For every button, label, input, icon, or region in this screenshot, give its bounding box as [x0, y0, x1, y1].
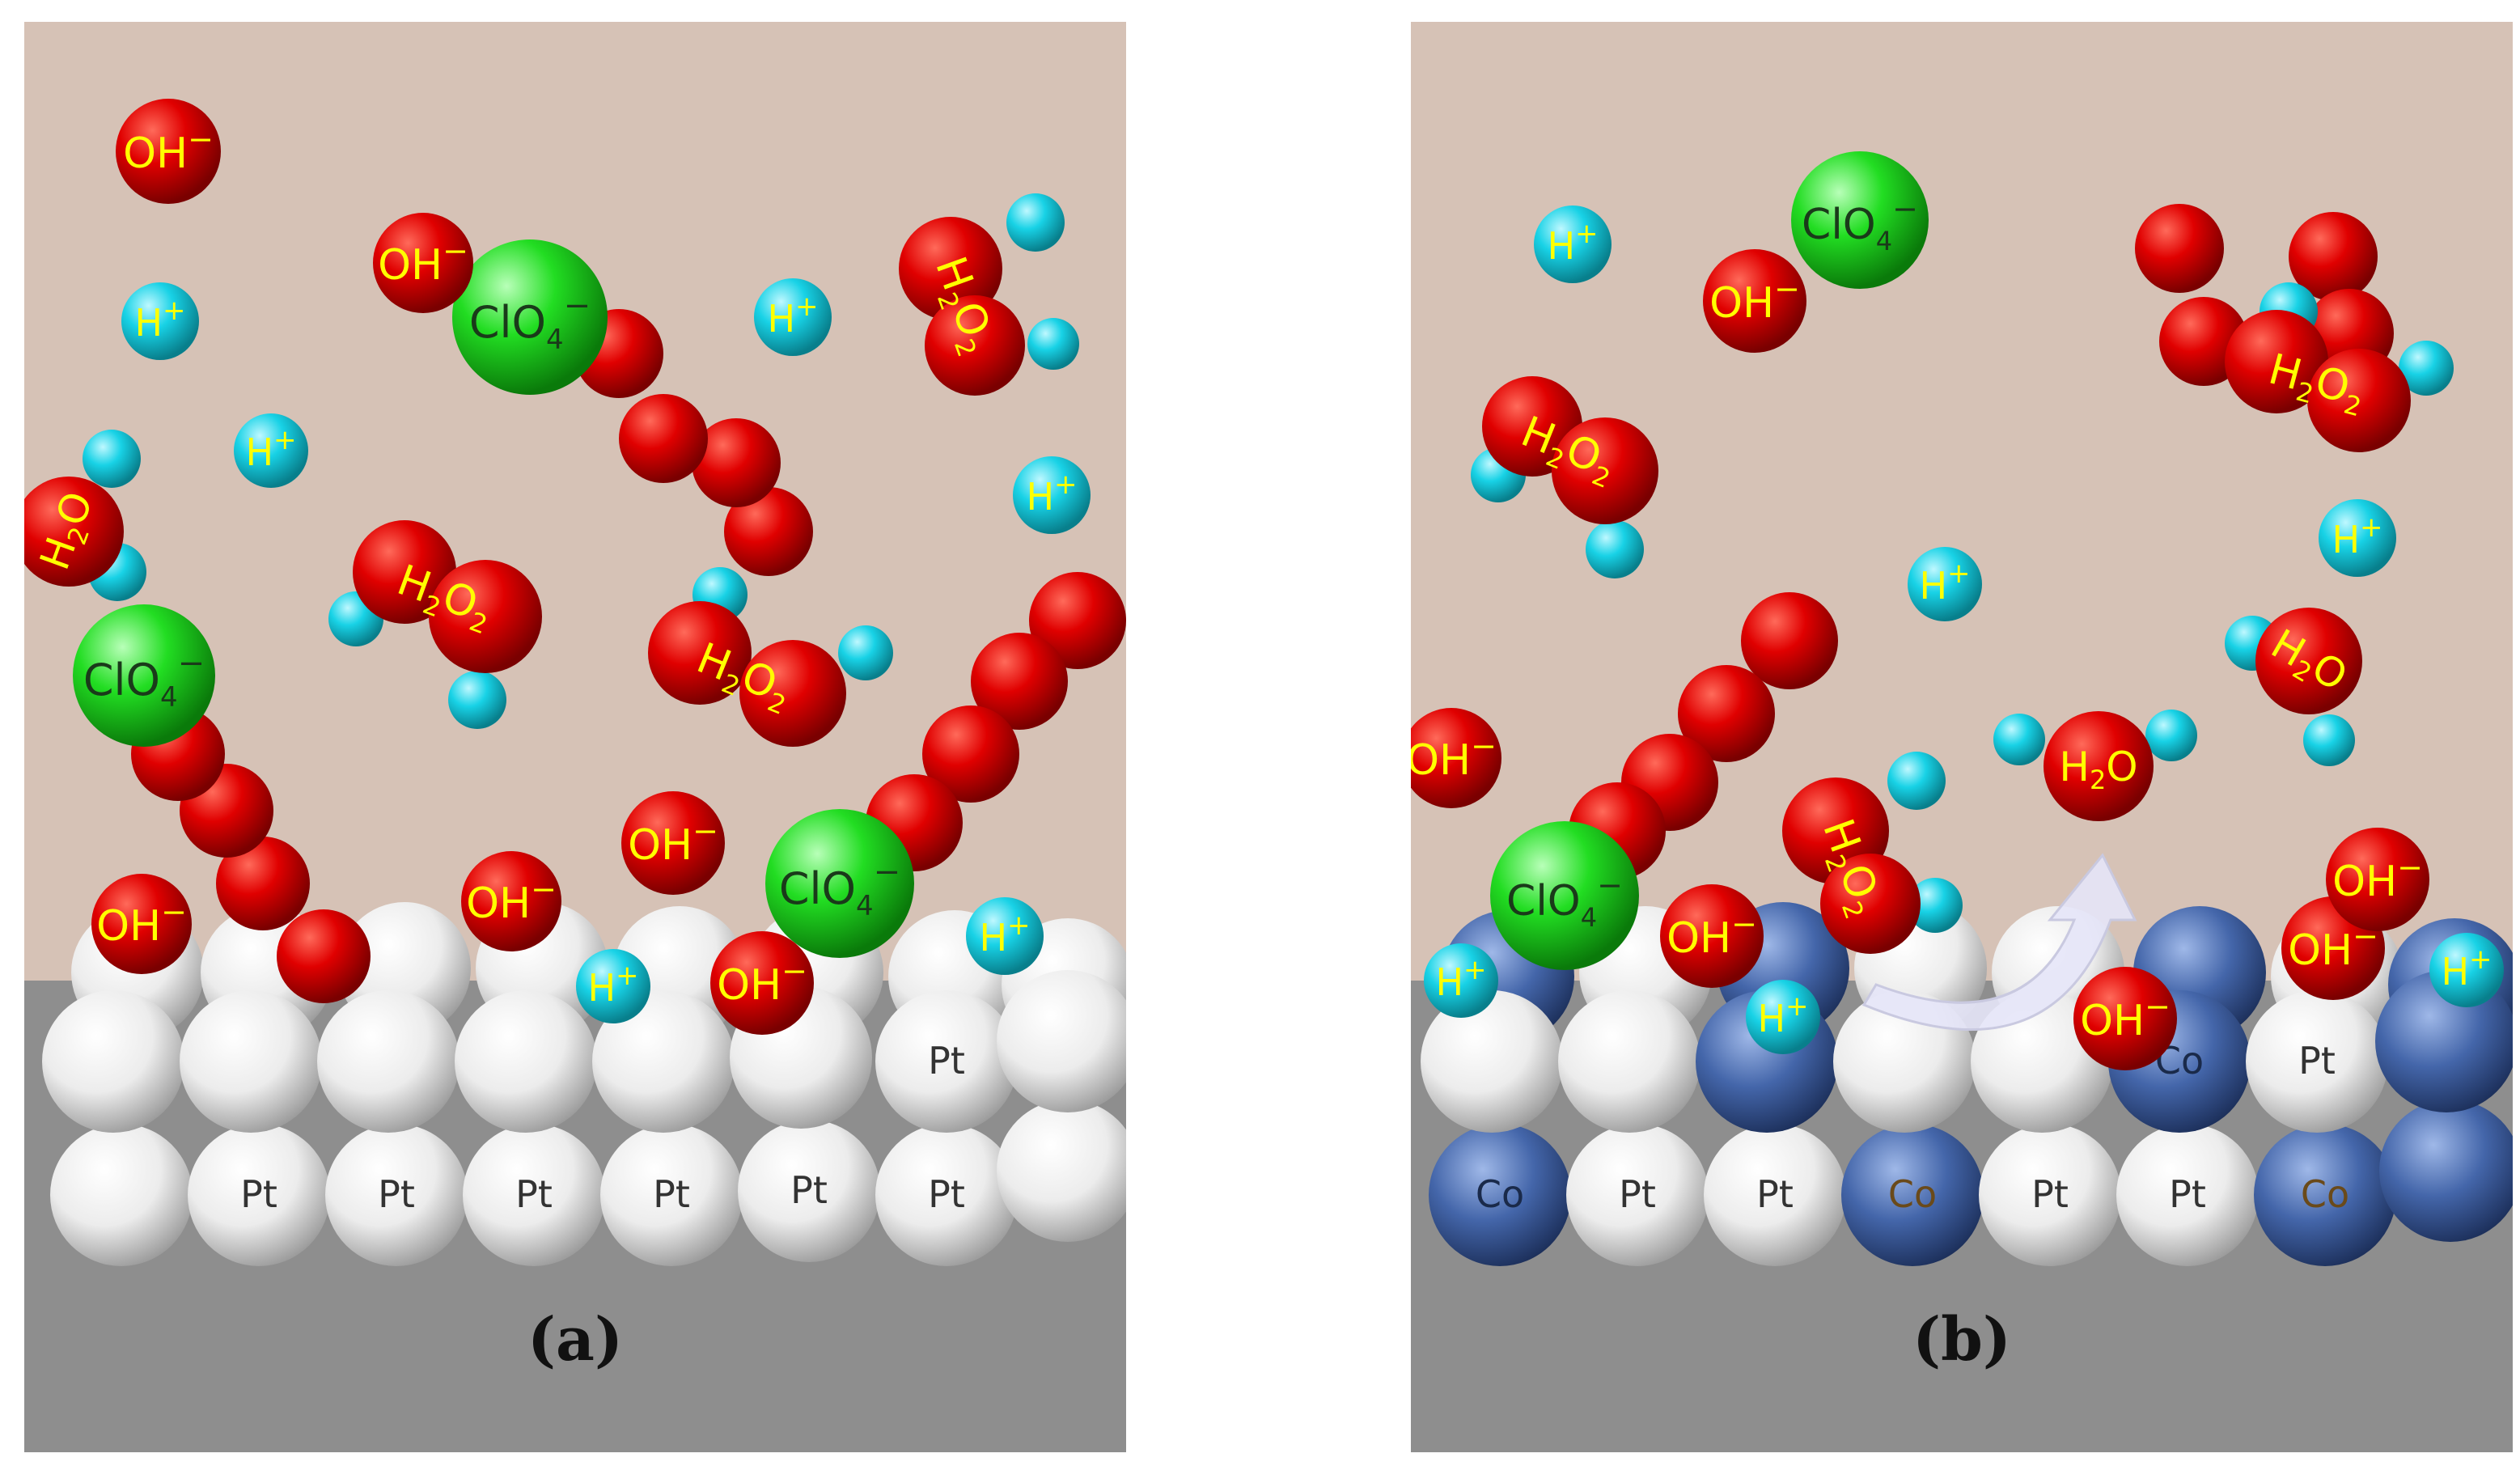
hydroxide-ion: OH− [91, 874, 192, 974]
water-molecule: H2O [2225, 608, 2362, 766]
pt-atom-label: Pt [378, 1172, 415, 1216]
proton: H+ [966, 897, 1044, 975]
panel-a-illustration: Pt Pt Pt Pt Pt Pt Pt ClO4− ClO4− ClO4− [24, 22, 1126, 1452]
water-molecule: H2O [1993, 710, 2197, 821]
svg-text:H2O: H2O [2059, 744, 2137, 795]
co-atom-label: Co [1476, 1172, 1524, 1216]
pt-atom-label: Pt [2169, 1172, 2206, 1216]
proton: H+ [1424, 943, 1498, 1018]
hydroxide-ion: OH− [116, 99, 221, 204]
peroxide-molecule: H2O2 [1782, 752, 1963, 954]
hydroxide-ion: OH− [461, 851, 561, 951]
pt-atom-label: Pt [928, 1172, 965, 1216]
peroxide-molecule: H2O2 [648, 567, 893, 747]
svg-text:H2O2: H2O2 [2262, 345, 2370, 422]
svg-text:H+: H+ [1547, 218, 1598, 268]
co-atom-label: Co [1888, 1172, 1937, 1216]
svg-text:ClO4−: ClO4− [83, 645, 205, 714]
svg-text:H2O2: H2O2 [389, 556, 499, 640]
svg-text:OH−: OH− [123, 121, 214, 178]
water-molecule: H2O [24, 430, 146, 601]
proton: H+ [754, 278, 832, 356]
svg-text:OH−: OH− [466, 871, 557, 928]
ptco-labels: Co Pt Co Pt Pt Co Pt Pt Co [1476, 1039, 2349, 1216]
perchlorate-ion: ClO4− [1791, 151, 1929, 289]
svg-text:H+: H+ [134, 294, 185, 345]
panel-label-b: (b) [1912, 1305, 2011, 1375]
pt-atom-label: Pt [928, 1039, 965, 1083]
svg-text:ClO4−: ClO4− [1506, 867, 1623, 933]
svg-text:H+: H+ [1919, 557, 1970, 608]
pt-atom-label: Pt [2298, 1039, 2336, 1083]
hydroxide-ion: OH− [1660, 884, 1764, 988]
co-atom-label: Co [2301, 1172, 2349, 1216]
hydroxide-ion: OH− [1703, 249, 1806, 353]
panel-b-illustration: Co Pt Co Pt Pt Co Pt Pt Co ClO4− ClO4− O… [1411, 22, 2513, 1452]
svg-text:H+: H+ [1435, 954, 1486, 1004]
ptco-bottom-row [1429, 1100, 2513, 1266]
proton: H+ [234, 413, 308, 488]
svg-text:H+: H+ [245, 424, 296, 474]
perchlorate-ion: ClO4− [73, 604, 215, 747]
svg-text:OH−: OH− [1411, 728, 1497, 785]
ptco-top-row [1421, 970, 2513, 1133]
panel-a: Pt Pt Pt Pt Pt Pt Pt ClO4− ClO4− ClO4− [24, 22, 1126, 1452]
svg-text:H+: H+ [1757, 990, 1808, 1040]
svg-text:ClO4−: ClO4− [779, 854, 900, 922]
svg-text:ClO4−: ClO4− [469, 287, 591, 356]
svg-text:H+: H+ [2332, 511, 2382, 561]
pt-atom-label: Pt [240, 1172, 277, 1216]
proton: H+ [2319, 499, 2396, 577]
release-arrow [1861, 853, 2137, 1032]
proton: H+ [1013, 456, 1091, 534]
pt-labels: Pt Pt Pt Pt Pt Pt Pt [240, 1039, 965, 1216]
svg-text:H+: H+ [1026, 468, 1077, 519]
svg-text:H2O2: H2O2 [688, 634, 799, 721]
hydroxide-ion: OH− [621, 791, 725, 895]
pt-bottom-row [50, 1100, 1126, 1266]
proton: H+ [2429, 933, 2504, 1007]
hydroxide-ion: OH− [710, 931, 814, 1035]
perchlorate-ion: ClO4− [1490, 821, 1639, 970]
hydration-chain [574, 309, 813, 576]
svg-text:OH−: OH− [628, 813, 718, 870]
proton: H+ [1534, 205, 1612, 283]
proton: H+ [121, 282, 199, 360]
peroxide-molecule: H2O2 [899, 193, 1079, 396]
pt-atom-label: Pt [2031, 1172, 2069, 1216]
pt-top-row [42, 970, 1126, 1133]
perchlorate-ion: ClO4− [765, 809, 914, 958]
pt-atom-label: Pt [1619, 1172, 1656, 1216]
hydroxide-ion: OH− [1411, 708, 1501, 808]
hydroxide-ion: OH− [2326, 828, 2429, 931]
panel-b: Co Pt Co Pt Pt Co Pt Pt Co ClO4− ClO4− O… [1411, 22, 2513, 1452]
svg-text:OH−: OH− [717, 953, 807, 1010]
peroxide-molecule: H2O2 [328, 520, 542, 729]
svg-text:OH−: OH− [2080, 989, 2171, 1045]
svg-text:H2O: H2O [31, 485, 106, 577]
svg-text:H+: H+ [2441, 943, 2492, 994]
panel-label-a: (a) [527, 1305, 623, 1375]
svg-text:ClO4−: ClO4− [1802, 191, 1918, 256]
pt-atom-label: Pt [1756, 1172, 1794, 1216]
svg-text:OH−: OH− [2332, 850, 2423, 906]
svg-text:OH−: OH− [96, 894, 187, 951]
proton: H+ [576, 949, 650, 1023]
proton: H+ [1908, 547, 1982, 621]
hydroxide-ion: OH− [2073, 967, 2177, 1070]
svg-text:H+: H+ [767, 290, 818, 341]
pt-atom-label: Pt [515, 1172, 553, 1216]
peroxide-molecule: H2O2 [1471, 376, 1658, 578]
proton: H+ [1746, 980, 1820, 1054]
pt-atom-label: Pt [653, 1172, 690, 1216]
svg-text:H+: H+ [587, 960, 638, 1010]
hydroxide-ion: OH− [373, 213, 473, 313]
svg-text:H+: H+ [979, 909, 1030, 960]
svg-text:OH−: OH− [378, 233, 468, 290]
svg-text:OH−: OH− [1667, 906, 1757, 963]
pt-atom-label: Pt [790, 1168, 828, 1212]
svg-text:OH−: OH− [1709, 271, 1800, 328]
perchlorate-ion: ClO4− [452, 239, 608, 395]
peroxide-molecule: H2O2 [2225, 282, 2454, 452]
